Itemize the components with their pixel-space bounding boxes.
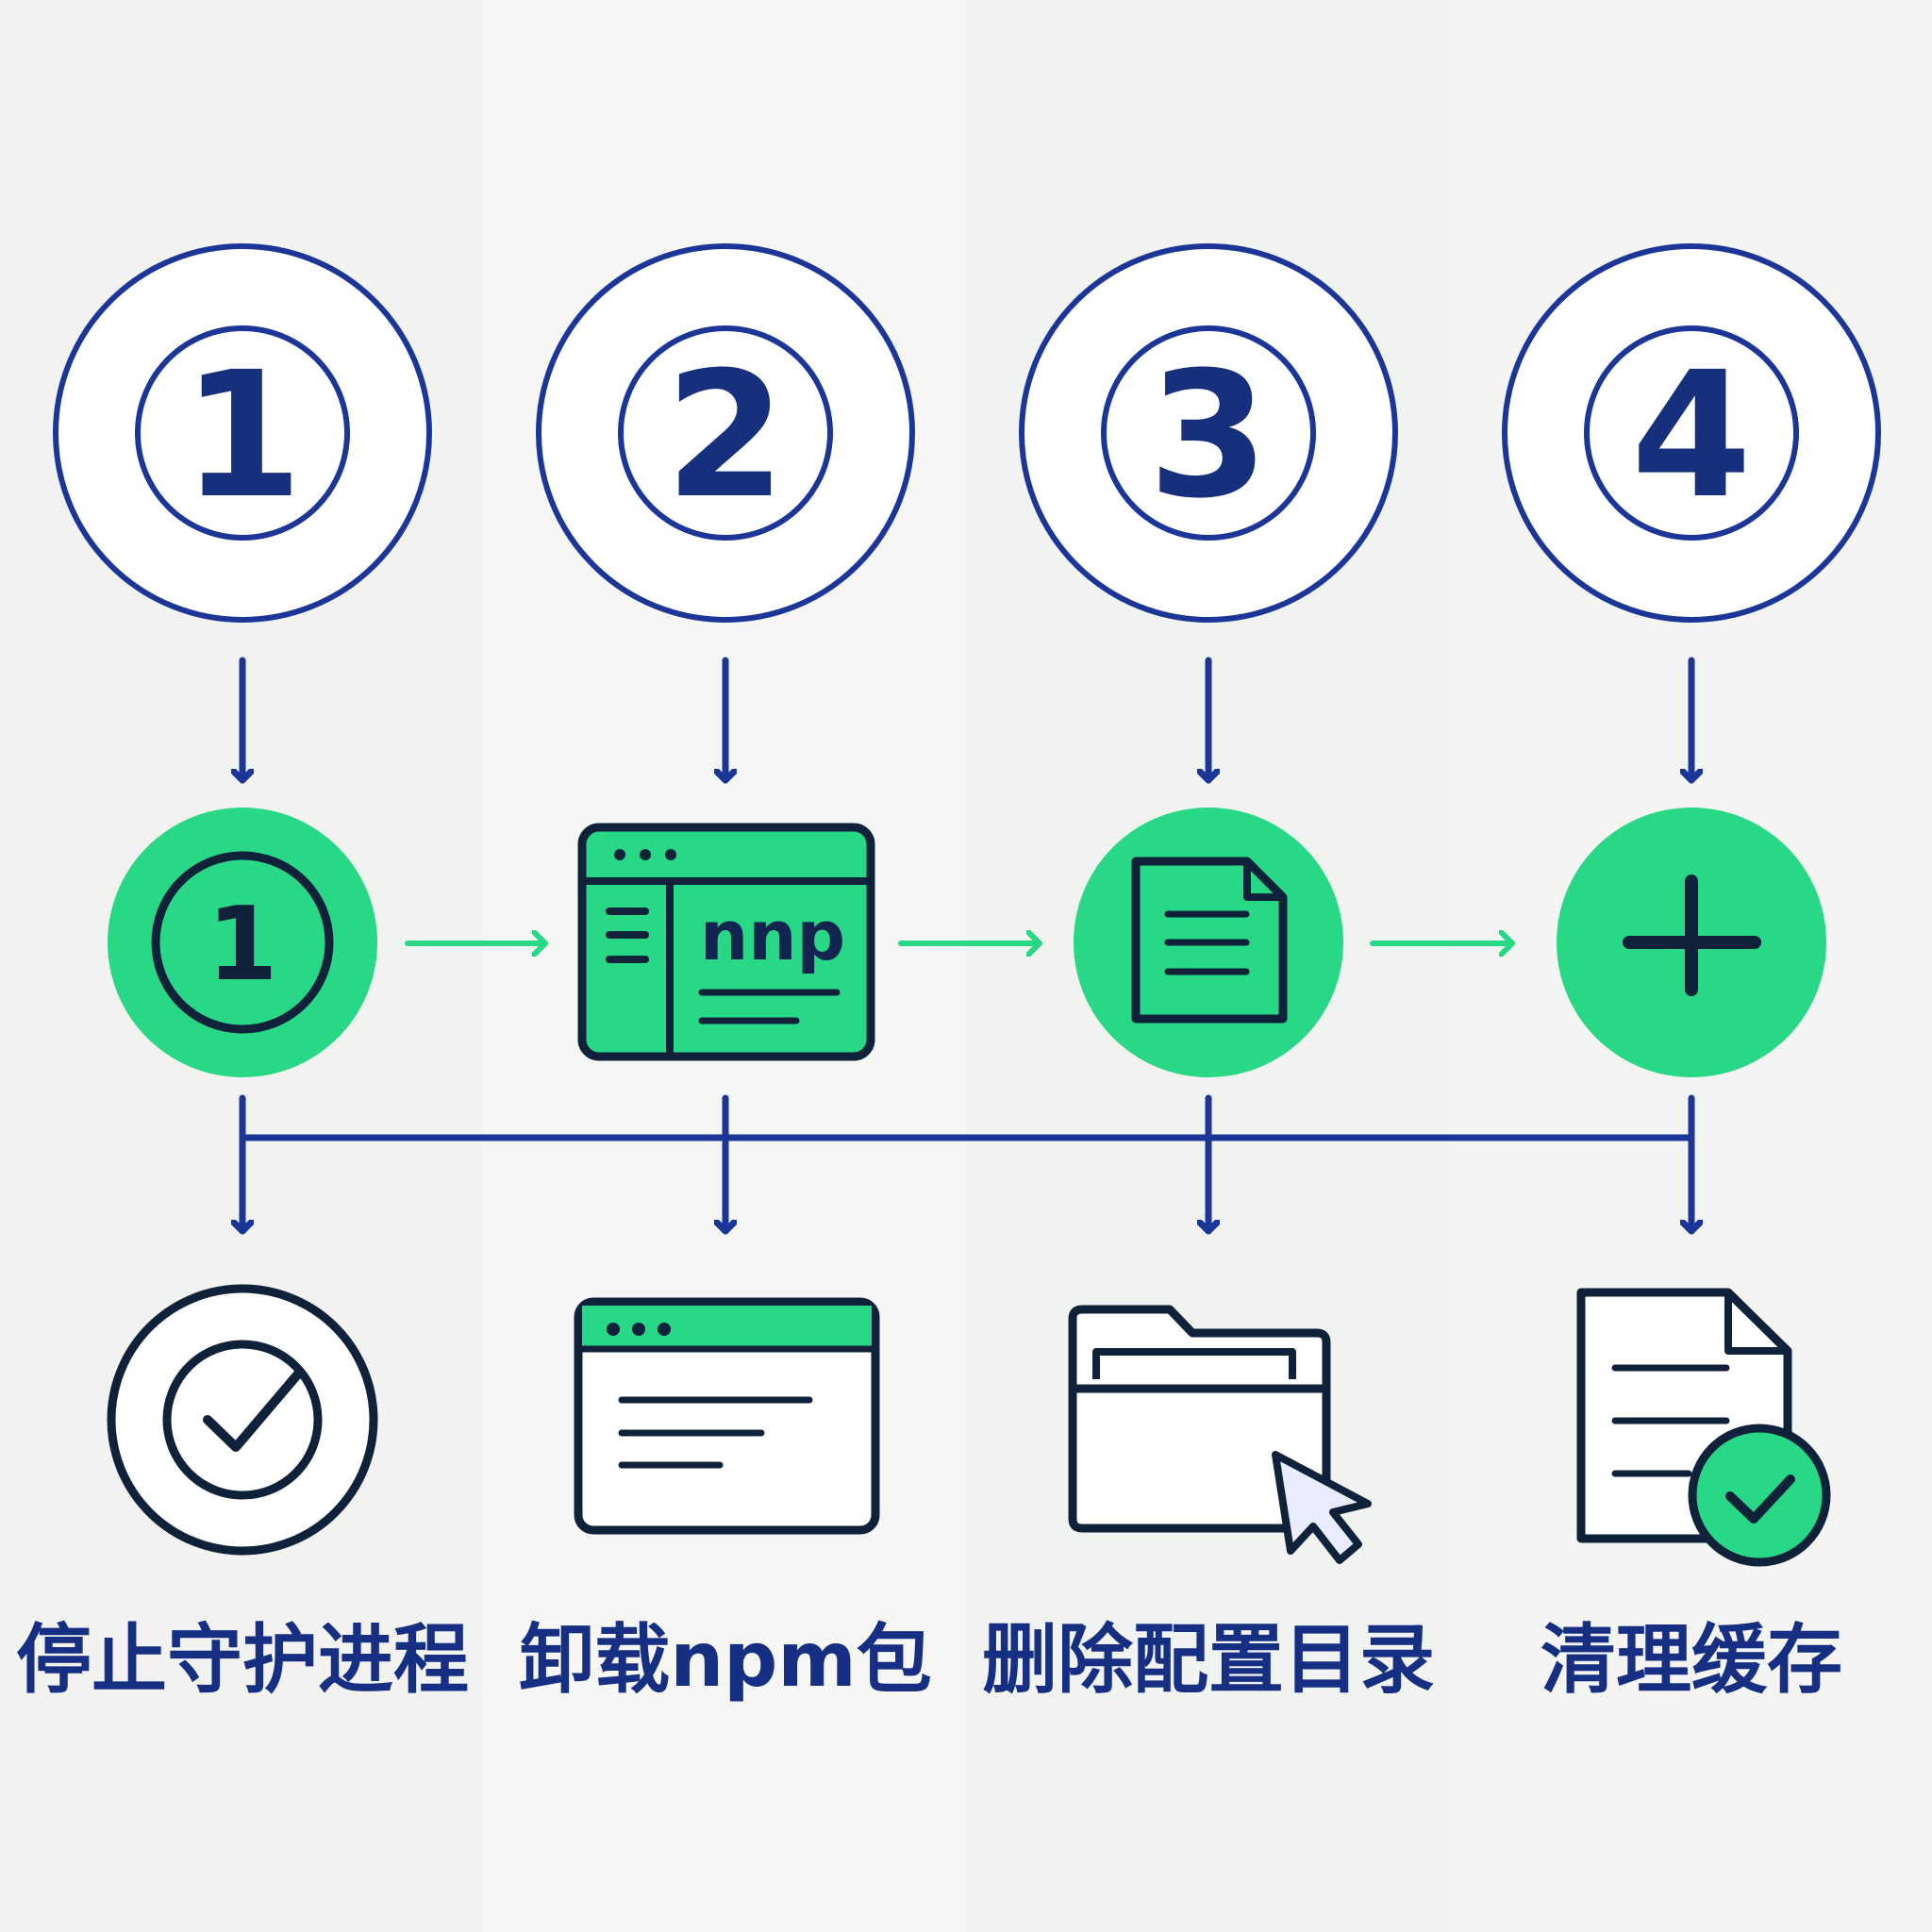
green-number-one-icon: 1	[108, 808, 377, 1077]
checkmark-circle-icon	[107, 1284, 378, 1556]
document-check-icon	[1576, 1288, 1831, 1567]
plus-icon	[1557, 808, 1826, 1077]
step-2-number: 2	[665, 335, 786, 537]
folder-cursor-icon	[1068, 1305, 1372, 1564]
step-4-large-circle: 4	[1502, 243, 1881, 623]
step-3-large-circle: 3	[1019, 243, 1398, 623]
terminal-window-text: nnp	[700, 896, 845, 975]
step-4-number: 4	[1631, 335, 1752, 537]
step-1-label: 停止守护进程	[16, 1616, 469, 1704]
step-4-label: 清理缓存	[1541, 1616, 1842, 1704]
step-1-number: 1	[182, 335, 303, 537]
step-3-number: 3	[1148, 335, 1269, 537]
terminal-window-icon: nnp	[577, 823, 875, 1061]
step-2-large-circle: 2	[536, 243, 915, 623]
step-1-large-circle: 1	[53, 243, 432, 623]
green-number-one-text: 1	[207, 886, 277, 1004]
document-icon	[1074, 808, 1343, 1077]
step-3-label: 删除配置目录	[982, 1616, 1435, 1704]
browser-window-icon	[574, 1297, 880, 1535]
step-2-label: 卸载npm包	[519, 1616, 932, 1704]
